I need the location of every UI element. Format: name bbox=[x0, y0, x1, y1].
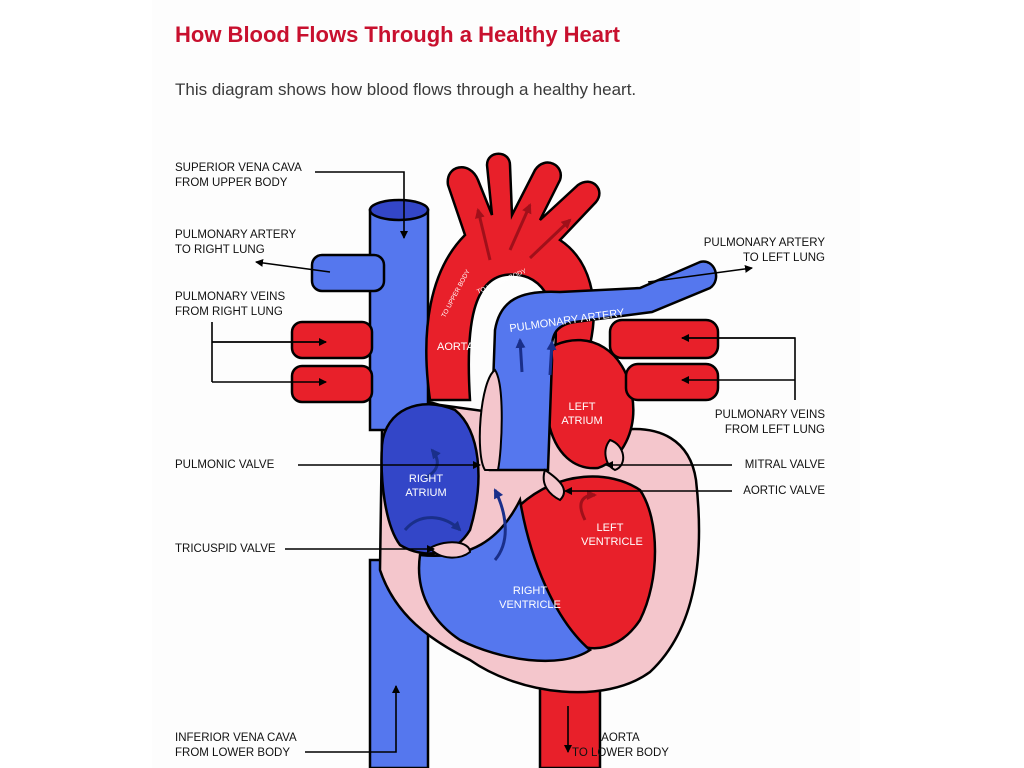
label-tricuspid-valve: TRICUSPID VALVE bbox=[175, 543, 276, 555]
label-aorta-lower-line1: AORTA bbox=[601, 732, 640, 744]
leader-lines bbox=[211, 171, 796, 753]
label-superior-vena-cava: SUPERIOR VENA CAVA FROM UPPER BODY bbox=[175, 161, 302, 191]
inner-label-left-atrium-1: LEFT bbox=[569, 401, 596, 413]
label-aorta-lower-line2: TO LOWER BODY bbox=[572, 747, 669, 759]
inner-label-aorta: AORTA bbox=[437, 341, 475, 353]
leader-pulmonary-artery-left bbox=[647, 264, 753, 283]
label-inferior-vena-cava-line2: FROM LOWER BODY bbox=[175, 747, 291, 759]
label-aortic-valve: AORTIC VALVE bbox=[743, 485, 825, 497]
label-pulmonary-artery-right-line1: PULMONARY ARTERY bbox=[175, 229, 297, 241]
superior-vena-cava bbox=[368, 208, 430, 432]
flow-arrow-upper-body-1 bbox=[475, 208, 492, 261]
label-pulmonary-veins-left-line2: FROM LEFT LUNG bbox=[724, 424, 825, 436]
leader-inferior-vena-cava bbox=[305, 685, 400, 753]
label-superior-vena-cava-line1: SUPERIOR VENA CAVA bbox=[175, 162, 302, 174]
label-superior-vena-cava-line2: FROM UPPER BODY bbox=[175, 177, 288, 189]
label-pulmonary-veins-left: PULMONARY VEINS FROM LEFT LUNG bbox=[715, 408, 825, 438]
inner-label-left-atrium-2: ATRIUM bbox=[561, 415, 602, 427]
intro-text: This diagram shows how blood flows throu… bbox=[175, 80, 637, 99]
label-aorta-lower: AORTA TO LOWER BODY bbox=[572, 731, 669, 761]
inner-label-right-ventricle-2: VENTRICLE bbox=[499, 599, 561, 611]
aortic-valve-shape bbox=[542, 468, 565, 502]
inner-label-left-ventricle-2: VENTRICLE bbox=[581, 536, 643, 548]
inner-label-right-atrium-2: ATRIUM bbox=[405, 487, 446, 499]
label-pulmonary-artery-left-line2: TO LEFT LUNG bbox=[742, 252, 825, 264]
inner-label-right-ventricle-1: RIGHT bbox=[513, 585, 548, 597]
page-title: How Blood Flows Through a Healthy Heart bbox=[175, 22, 620, 47]
label-pulmonary-artery-right-line2: TO RIGHT LUNG bbox=[175, 244, 265, 256]
label-pulmonary-veins-right: PULMONARY VEINS FROM RIGHT LUNG bbox=[175, 290, 285, 320]
label-pulmonary-artery-right: PULMONARY ARTERY TO RIGHT LUNG bbox=[175, 228, 296, 258]
label-pulmonary-veins-right-line2: FROM RIGHT LUNG bbox=[175, 306, 283, 318]
label-mitral-valve: MITRAL VALVE bbox=[744, 459, 825, 471]
aortic-arch bbox=[425, 152, 601, 402]
pulmonary-vein-right-lower bbox=[290, 364, 374, 404]
flow-arrow-right-atrium-1 bbox=[403, 516, 462, 532]
leader-superior-vena-cava bbox=[315, 171, 408, 239]
label-inferior-vena-cava-line1: INFERIOR VENA CAVA bbox=[175, 732, 297, 744]
pulmonary-vein-right-upper bbox=[290, 320, 374, 360]
inner-label-right-atrium-1: RIGHT bbox=[409, 473, 444, 485]
flow-arrow-upper-body-2 bbox=[508, 203, 532, 251]
inner-label-left-ventricle-1: LEFT bbox=[597, 522, 624, 534]
label-pulmonary-veins-right-line1: PULMONARY VEINS bbox=[175, 291, 286, 303]
tricuspid-valve-shape bbox=[428, 541, 472, 559]
pulmonary-vein-left-upper bbox=[608, 318, 720, 360]
pulmonary-trunk bbox=[488, 260, 718, 472]
leader-pulmonary-artery-right bbox=[255, 258, 331, 273]
label-inferior-vena-cava: INFERIOR VENA CAVA FROM LOWER BODY bbox=[175, 731, 297, 761]
label-pulmonic-valve: PULMONIC VALVE bbox=[175, 459, 275, 471]
label-pulmonary-veins-left-line1: PULMONARY VEINS bbox=[714, 409, 825, 421]
pulmonary-artery-right-branch bbox=[310, 253, 386, 293]
flow-arrow-pulmonary-2 bbox=[546, 340, 557, 376]
flow-arrow-upper-body-3 bbox=[528, 218, 572, 260]
pulmonic-valve-shape bbox=[478, 368, 503, 471]
flow-arrow-right-ventricle bbox=[493, 488, 507, 561]
label-pulmonary-artery-left: PULMONARY ARTERY TO LEFT LUNG bbox=[704, 236, 825, 266]
flow-arrow-pulmonary-1 bbox=[515, 338, 526, 373]
vena-cava-opening bbox=[368, 198, 430, 222]
pulmonary-vein-left-lower bbox=[624, 362, 720, 402]
flow-arrow-left-ventricle bbox=[579, 490, 597, 521]
right-ventricle-chamber bbox=[417, 496, 593, 663]
label-pulmonary-artery-left-line1: PULMONARY ARTERY bbox=[703, 237, 825, 249]
right-atrium-chamber bbox=[380, 402, 480, 555]
